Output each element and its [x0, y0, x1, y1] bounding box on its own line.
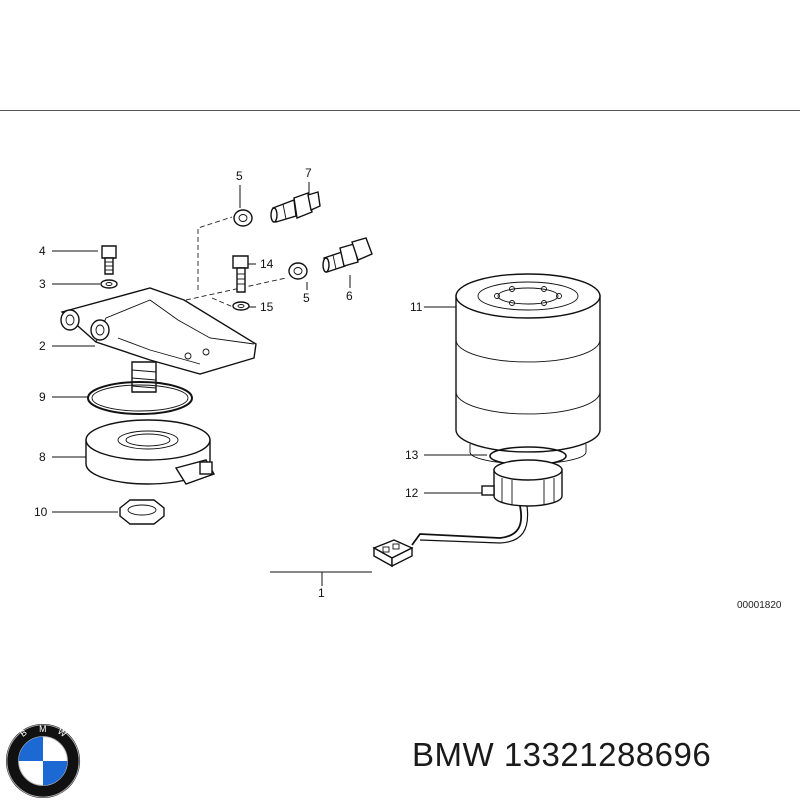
part-title: BMW 13321288696: [412, 736, 711, 774]
washer-15: [232, 301, 250, 311]
callout-3: 3: [39, 277, 46, 291]
callout-1: 1: [318, 586, 325, 600]
callout-4: 4: [39, 244, 46, 258]
callout-13: 13: [405, 448, 419, 462]
part-number: 13321288696: [503, 736, 712, 773]
water-sensor-12: [372, 459, 563, 568]
nut-10: [119, 499, 165, 525]
callout-9: 9: [39, 390, 46, 404]
top-divider: [0, 110, 800, 111]
heater-ring-8: [85, 419, 216, 485]
svg-text:B: B: [18, 727, 29, 739]
bolt-14: [232, 255, 249, 293]
callout-8: 8: [39, 450, 46, 464]
drawing-reference-number: 00001820: [737, 600, 782, 611]
callout-14: 14: [260, 257, 274, 271]
hose-fitting-7: [270, 191, 321, 223]
bolt-4: [101, 245, 117, 275]
sensor-6: [322, 237, 373, 273]
callout-5-bottom: 5: [303, 291, 310, 305]
callout-11: 11: [410, 300, 423, 314]
washer-3: [100, 279, 118, 289]
leader-lines: [52, 182, 487, 586]
filter-cartridge-11: [455, 273, 601, 465]
callout-5-top: 5: [236, 169, 243, 183]
brand-name: BMW: [412, 736, 495, 773]
callout-2: 2: [39, 339, 46, 353]
bmw-logo-icon: B M W: [5, 724, 81, 799]
svg-text:M: M: [39, 724, 46, 734]
o-ring-9: [87, 381, 193, 415]
washer-5-bottom: [288, 262, 308, 280]
filter-head-2: [60, 287, 257, 393]
parts-diagram: 5 7 4 3 2 14 15 5 6 9 8 10 11 13 12 1: [34, 166, 601, 600]
callout-7: 7: [305, 166, 312, 180]
callout-12: 12: [405, 486, 419, 500]
callout-15: 15: [260, 300, 274, 314]
callout-10: 10: [34, 505, 48, 519]
washer-5-top: [233, 209, 253, 227]
callout-6: 6: [346, 289, 353, 303]
